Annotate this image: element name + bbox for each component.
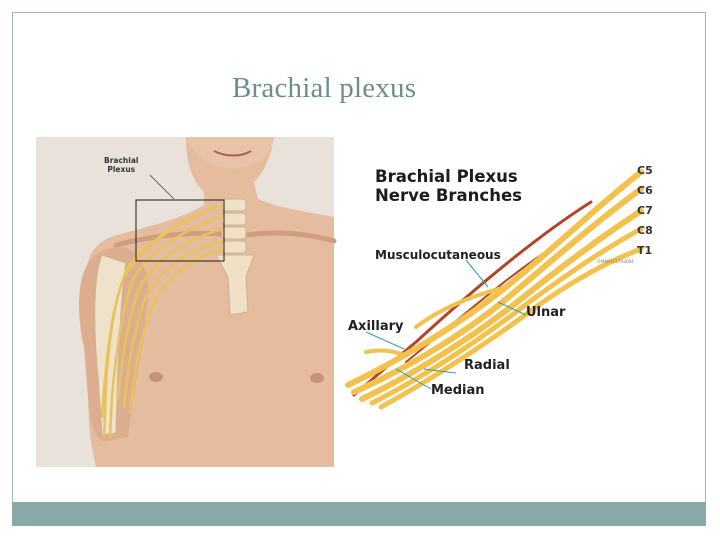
label-median: Median <box>431 383 485 398</box>
arm-nerves <box>100 203 224 439</box>
slide-footer-bar <box>12 502 706 526</box>
label-axillary: Axillary <box>348 319 404 334</box>
label-musculocutaneous: Musculocutaneous <box>375 248 501 262</box>
root-label-c5: C5 <box>637 164 653 177</box>
plexus-pointer-line <box>149 174 175 200</box>
nipple-left <box>149 372 163 382</box>
body-label-line-1: Brachial <box>104 156 139 165</box>
body-label-line-2: Plexus <box>107 165 136 174</box>
slide-title: Brachial plexus <box>232 72 417 104</box>
body-plexus-label: Brachial Plexus <box>104 156 138 174</box>
plexus-highlight-box <box>135 199 225 262</box>
diagram-heading-line-1: Brachial Plexus <box>375 167 518 186</box>
root-label-c7: C7 <box>637 204 653 217</box>
branch-diagram-nerves <box>345 169 644 410</box>
branch-leader-lines <box>365 259 527 390</box>
clavicle-shading <box>113 230 337 248</box>
chin-shape <box>186 137 274 169</box>
anatomy-illustration <box>36 137 644 467</box>
mouth-line <box>213 150 252 157</box>
diagram-heading: Brachial Plexus Nerve Branches <box>375 167 522 205</box>
cervical-vertebrae <box>215 198 255 316</box>
illustration-credit: ©MMXI CCTA3604 <box>597 259 634 264</box>
torso-silhouette <box>85 137 334 467</box>
root-label-c6: C6 <box>637 184 653 197</box>
brachial-plexus-figure: Brachial Plexus Brachial Plexus Nerve Br… <box>36 137 656 467</box>
label-ulnar: Ulnar <box>526 305 566 320</box>
diagram-heading-line-2: Nerve Branches <box>375 186 522 205</box>
nipple-right <box>310 373 324 383</box>
root-label-t1: T1 <box>637 244 653 257</box>
root-label-c8: C8 <box>637 224 653 237</box>
label-radial: Radial <box>464 358 510 373</box>
